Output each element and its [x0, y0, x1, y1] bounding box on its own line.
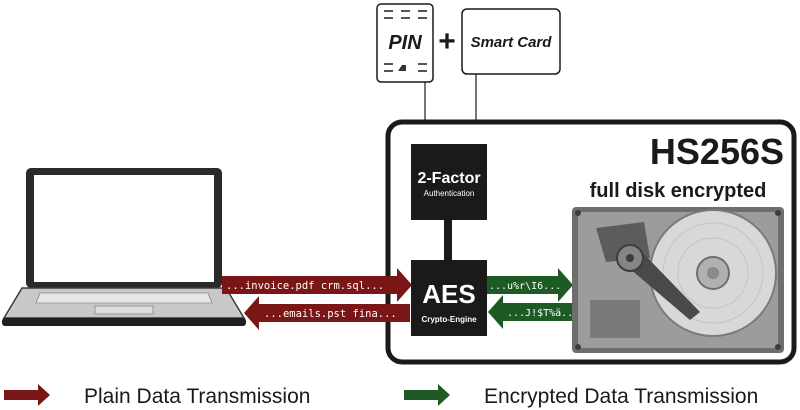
auth-subtitle: Authentication — [424, 189, 475, 198]
encrypted-data-arrow-out: ...u%r\I6... — [487, 268, 573, 302]
pin-pad: PIN — [376, 3, 434, 83]
encrypted-stream-out: ...u%r\I6... — [489, 281, 561, 292]
aes-subtitle: Crypto-Engine — [421, 315, 477, 324]
disk-actuator-arm — [622, 250, 700, 320]
legend-item-plain: Plain Data Transmission — [4, 384, 310, 408]
legend: Plain Data Transmission Encrypted Data T… — [4, 384, 758, 408]
hard-disk — [572, 207, 784, 353]
legend-item-encrypted: Encrypted Data Transmission — [404, 384, 758, 408]
plain-data-arrow-out: ...invoice.pdf crm.sql... — [222, 268, 412, 302]
key-icon — [398, 65, 406, 71]
laptop — [2, 168, 246, 326]
legend-encrypted-arrow-icon — [404, 384, 450, 406]
legend-plain-label: Plain Data Transmission — [84, 385, 310, 408]
auth-aes-connector — [444, 220, 452, 260]
plain-stream-out: ...invoice.pdf crm.sql... — [226, 280, 384, 292]
pin-label: PIN — [388, 32, 422, 54]
encrypted-data-arrow-in: ...J!$T%ä... — [488, 295, 579, 329]
two-factor-box: 2-Factor Authentication — [411, 144, 487, 220]
aes-box: AES Crypto-Engine — [411, 260, 487, 336]
encrypted-stream-in: ...J!$T%ä... — [507, 308, 579, 319]
legend-plain-arrow-icon — [4, 384, 50, 406]
disk-label: full disk encrypted — [590, 180, 767, 202]
auth-title: 2-Factor — [417, 170, 480, 187]
device-name: HS256S — [650, 131, 784, 172]
plain-data-arrow-in: ...emails.pst fina... — [244, 296, 410, 330]
smart-card-label: Smart Card — [471, 34, 553, 51]
legend-encrypted-label: Encrypted Data Transmission — [484, 385, 758, 408]
plus-sign: + — [438, 25, 456, 58]
plain-stream-in: ...emails.pst fina... — [264, 308, 397, 320]
smart-card: Smart Card — [461, 8, 561, 75]
aes-title: AES — [422, 279, 475, 309]
